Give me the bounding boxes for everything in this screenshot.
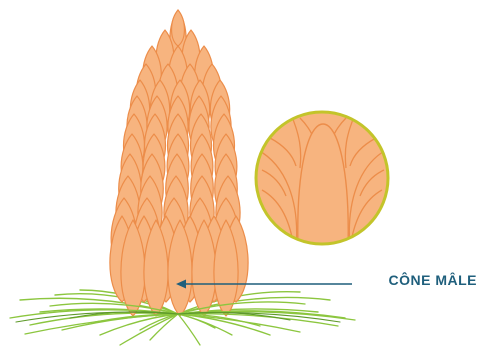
cone-label: CÔNE MÂLE — [389, 272, 478, 288]
pine-needle — [178, 314, 200, 345]
magnified-inset — [256, 112, 388, 248]
male-cone — [110, 10, 248, 316]
cone-scale — [172, 10, 185, 46]
